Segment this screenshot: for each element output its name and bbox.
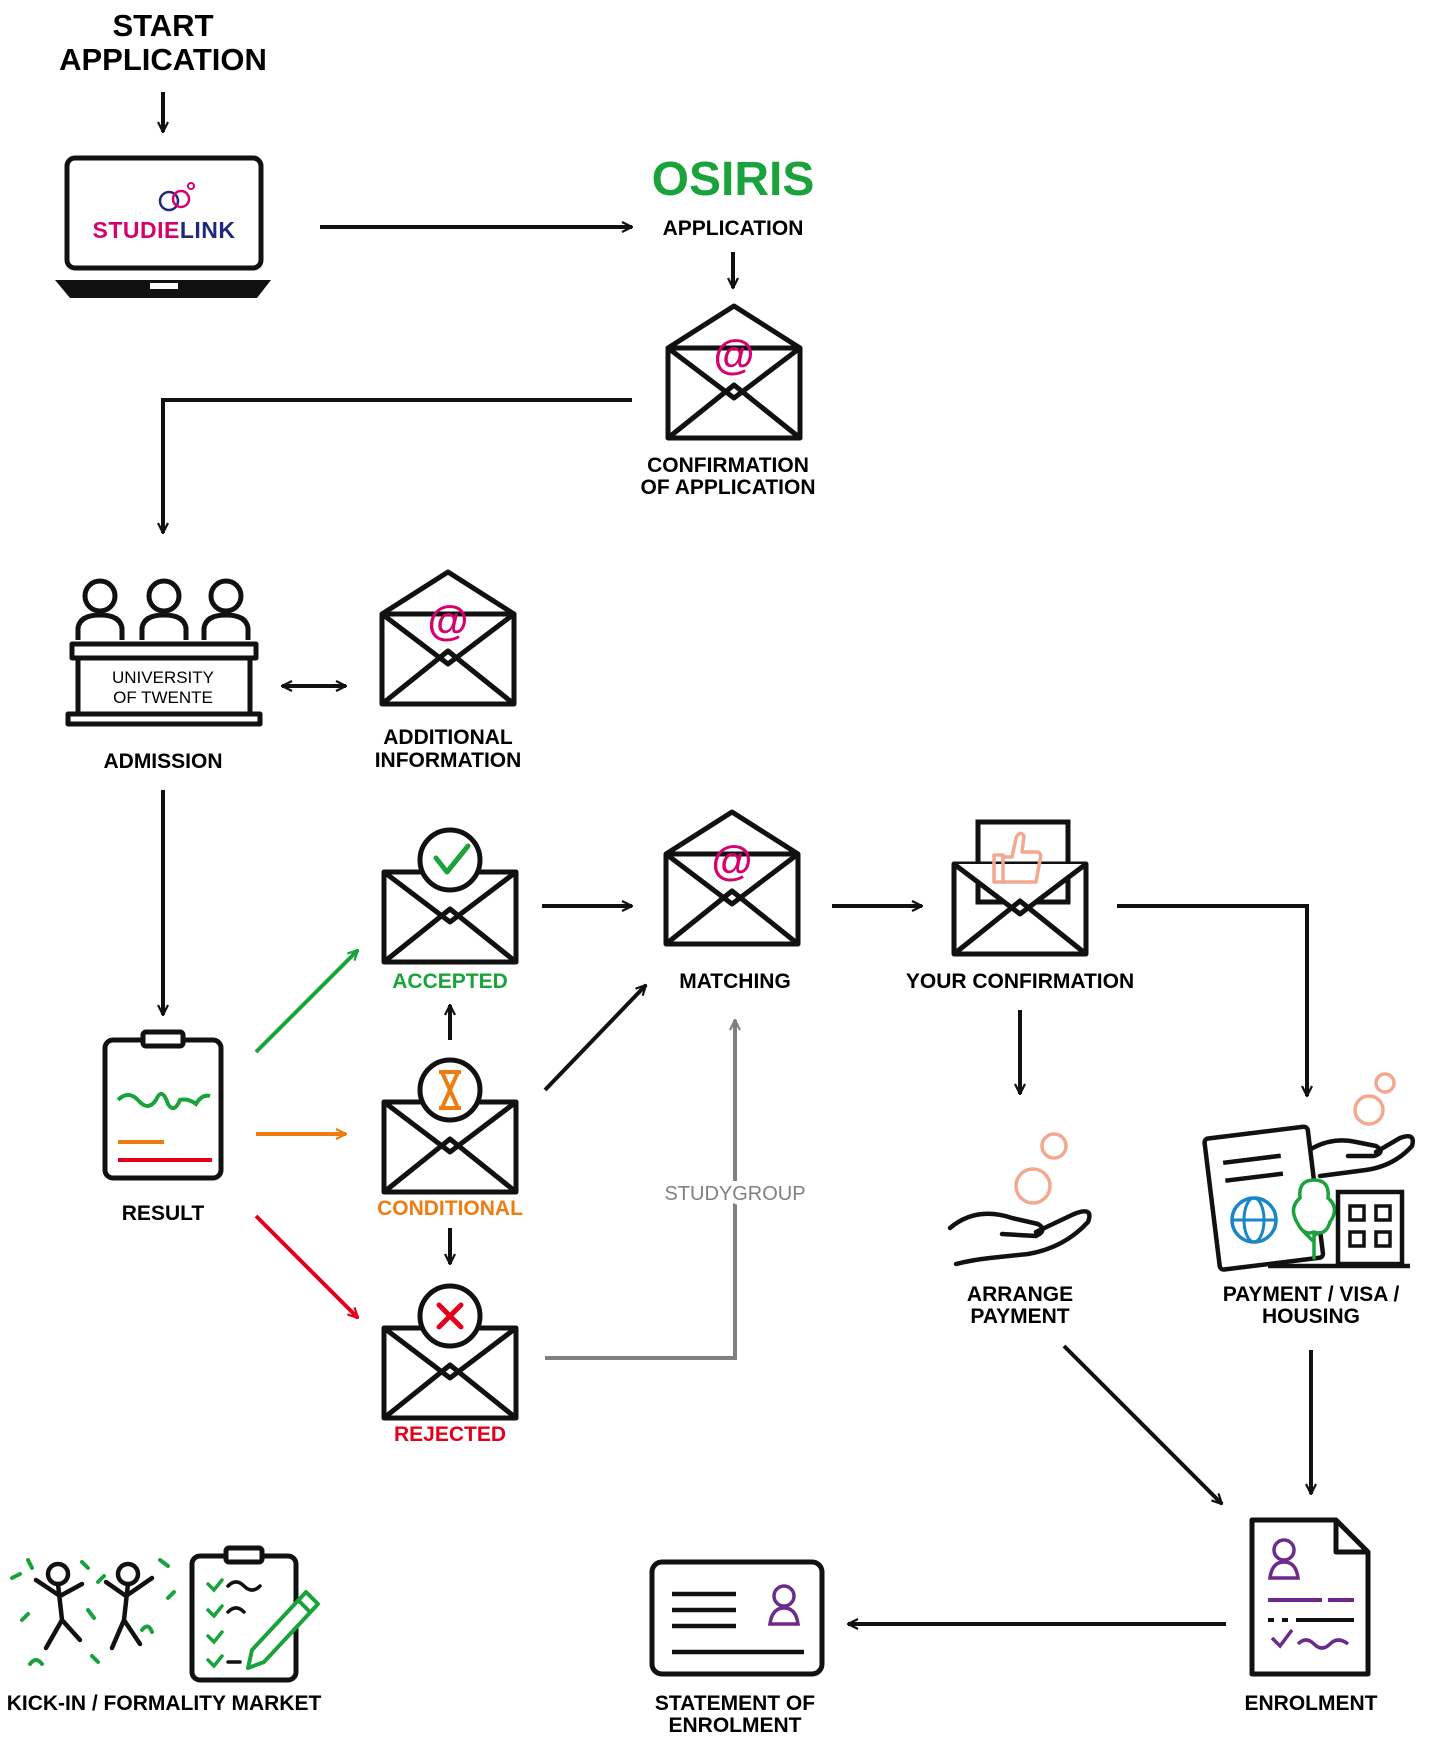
confetti-icon [10,1558,176,1666]
svg-text:CONFIRMATION: CONFIRMATION [647,454,809,477]
accepted-label: ACCEPTED [392,970,508,993]
statement-of-enrolment-card-icon [649,1559,825,1677]
svg-text:INFORMATION: INFORMATION [375,749,522,772]
kick-in-formality-market-label: KICK-IN / FORMALITY MARKET [7,1692,322,1715]
result-clipboard-icon [102,1029,224,1181]
rejected-email-icon [384,1286,516,1418]
hourglass-icon [439,1070,461,1110]
osiris-brand: OSIRIS [652,153,815,206]
svg-text:STUDIELINK: STUDIELINK [92,217,235,243]
matching-label: MATCHING [679,970,791,993]
svg-text:HOUSING: HOUSING [1262,1305,1360,1328]
rejected-label: REJECTED [394,1423,506,1446]
svg-text:ENROLMENT: ENROLMENT [669,1714,802,1737]
svg-text:ADDITIONAL: ADDITIONAL [383,726,513,749]
checkmark-icon [433,843,471,875]
osiris-application-label: APPLICATION [663,217,804,240]
svg-text:PAYMENT / VISA /: PAYMENT / VISA / [1223,1283,1400,1306]
svg-text:START: START [112,8,213,43]
admission-label: ADMISSION [103,750,222,773]
thumbs-up-icon [992,831,1043,884]
confirmation-of-application-label: CONFIRMATION OF APPLICATION [641,454,816,499]
your-confirmation-email-icon [951,819,1089,957]
start-application-title: START APPLICATION [59,8,267,77]
arrow-confirmation-to-admission [163,398,632,533]
cross-icon [436,1302,464,1330]
svg-text:OF TWENTE: OF TWENTE [113,688,213,707]
arrow-confirmation-to-payment-visa [1117,904,1307,1096]
arrow-result-to-accepted [254,950,358,1054]
conditional-label: CONDITIONAL [377,1197,523,1220]
conditional-email-icon [384,1060,516,1192]
studygroup-label: STUDYGROUP [664,1183,805,1205]
svg-text:PAYMENT: PAYMENT [970,1305,1069,1328]
enrolment-label: ENROLMENT [1245,1692,1378,1715]
svg-text:ARRANGE: ARRANGE [967,1283,1073,1306]
additional-information-label: ADDITIONAL INFORMATION [375,726,522,772]
arrow-rejected-studygroup-to-matching [545,1020,735,1360]
confirmation-email-icon [668,306,800,438]
svg-text:OF APPLICATION: OF APPLICATION [641,476,816,499]
your-confirmation-label: YOUR CONFIRMATION [906,970,1134,993]
admission-committee-icon [65,578,263,727]
statement-of-enrolment-label: STATEMENT OF ENROLMENT [655,1692,815,1737]
studielink-laptop-icon: STUDIELINK [55,155,271,298]
enrolment-document-icon [1249,1517,1371,1677]
arrow-result-to-rejected [254,1214,358,1318]
dancing-people-icon [33,1561,155,1651]
checklist-clipboard-icon [189,1545,320,1683]
arrow-conditional-to-matching [543,985,646,1092]
svg-text:STATEMENT OF: STATEMENT OF [655,1692,815,1715]
svg-text:UNIVERSITY: UNIVERSITY [112,668,214,687]
matching-email-icon [666,812,798,944]
additional-information-email-icon [382,572,514,704]
pencil-icon [246,1590,320,1670]
studielink-logo-icon [158,182,195,212]
hand-with-coins-icon [947,1132,1092,1267]
arrow-arrange-payment-to-enrolment [1062,1344,1222,1504]
arrange-payment-label: ARRANGE PAYMENT [967,1283,1073,1328]
payment-visa-housing-label: PAYMENT / VISA / HOUSING [1223,1283,1400,1328]
svg-text:APPLICATION: APPLICATION [59,42,267,77]
payment-visa-housing-icon [1202,1072,1415,1272]
accepted-email-icon [384,830,516,962]
result-label: RESULT [122,1202,205,1225]
